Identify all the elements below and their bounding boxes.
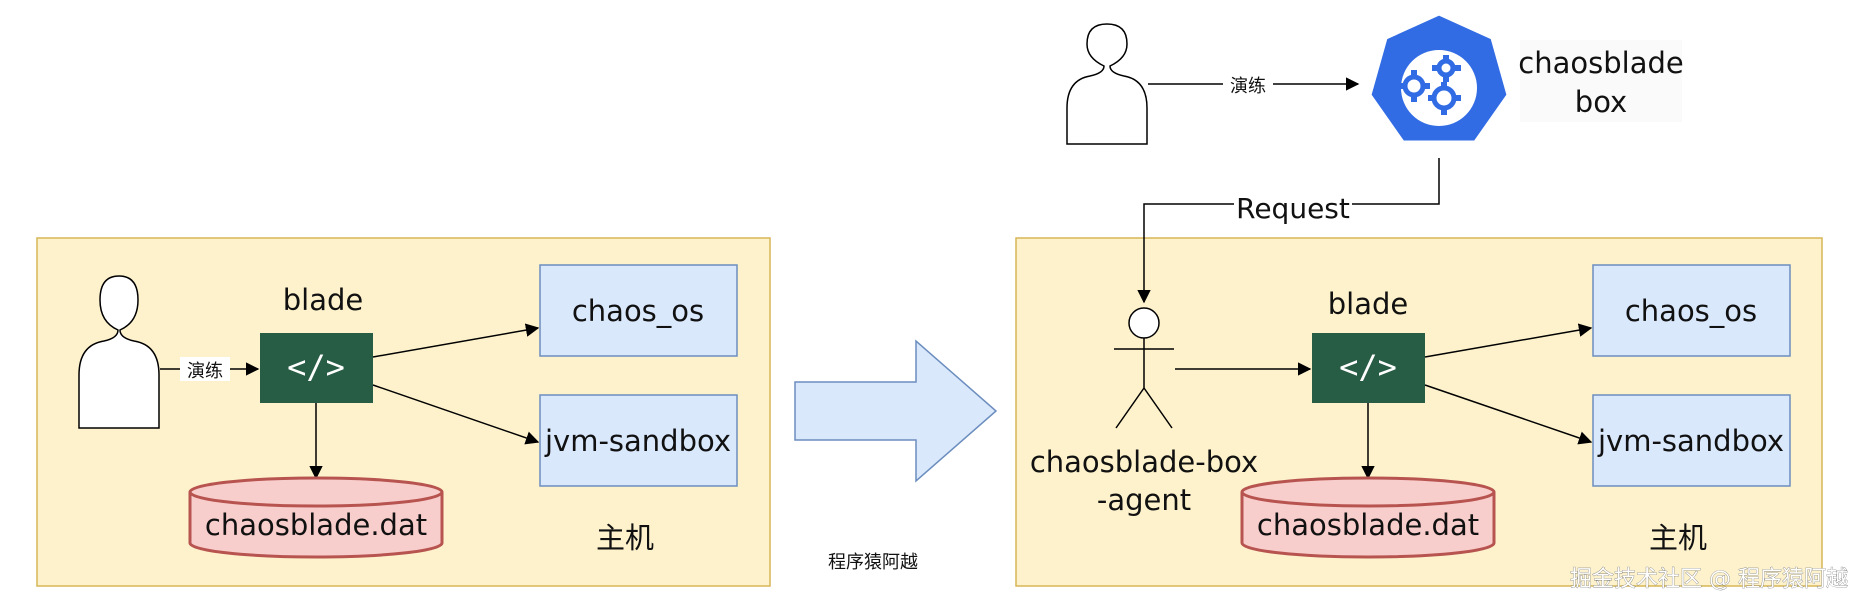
request-label: Request: [1236, 192, 1350, 225]
transition-arrow: [794, 339, 998, 483]
right-arrow-to-chaos-os: [1424, 323, 1593, 358]
agent-label-line1: chaosblade-box: [1030, 445, 1258, 479]
left-drill-label-bg: [180, 357, 230, 381]
center-caption: 程序猿阿越: [828, 552, 918, 573]
right-arrow-to-jvm-sandbox: [1424, 384, 1593, 445]
right-db-cylinder[interactable]: chaosblade.dat: [1240, 476, 1496, 559]
left-chaos-os-box[interactable]: chaos_os: [539, 264, 738, 357]
left-blade-code-box[interactable]: </>: [260, 333, 373, 403]
agent-actor-icon: [1114, 307, 1174, 429]
left-jvm-sandbox-box[interactable]: jvm-sandbox: [539, 394, 738, 487]
box-label-bg: [1520, 40, 1682, 122]
right-code-icon: </>: [1339, 348, 1397, 386]
box-label-line2: box: [1575, 85, 1627, 119]
right-blade-label: blade: [1328, 287, 1409, 321]
top-drill-label-bg: [1223, 72, 1273, 96]
left-user-icon: [78, 275, 160, 429]
left-host-label: 主机: [596, 521, 654, 555]
left-arrow-to-jvm-sandbox: [372, 384, 540, 445]
left-code-icon: </>: [287, 348, 345, 386]
left-db-label: chaosblade.dat: [205, 508, 427, 542]
right-blade-code-box[interactable]: </>: [1312, 333, 1425, 403]
left-arrow-to-chaos-os: [372, 323, 540, 358]
right-chaos-os-label: chaos_os: [1625, 294, 1757, 328]
top-user-icon: [1066, 23, 1148, 145]
right-host-label: 主机: [1649, 521, 1707, 555]
left-drill-label: 演练: [187, 361, 223, 382]
box-label-line1: chaosblade: [1518, 46, 1683, 80]
right-chaos-os-box[interactable]: chaos_os: [1592, 264, 1791, 357]
watermark: 掘金技术社区 @ 程序猿阿越: [1570, 567, 1848, 592]
request-label-bg: [1234, 188, 1352, 222]
left-db-cylinder[interactable]: chaosblade.dat: [188, 476, 444, 559]
left-jvm-sandbox-label: jvm-sandbox: [544, 424, 731, 458]
right-db-label: chaosblade.dat: [1257, 508, 1479, 542]
right-jvm-sandbox-box[interactable]: jvm-sandbox: [1592, 394, 1791, 487]
top-drill-label: 演练: [1230, 76, 1266, 97]
left-blade-label: blade: [283, 283, 364, 317]
left-chaos-os-label: chaos_os: [572, 294, 704, 328]
chaosblade-box-icon[interactable]: [1368, 12, 1510, 144]
agent-label-line2: -agent: [1097, 483, 1191, 517]
right-jvm-sandbox-label: jvm-sandbox: [1597, 424, 1784, 458]
gear-teeth-icon: [1398, 55, 1461, 115]
